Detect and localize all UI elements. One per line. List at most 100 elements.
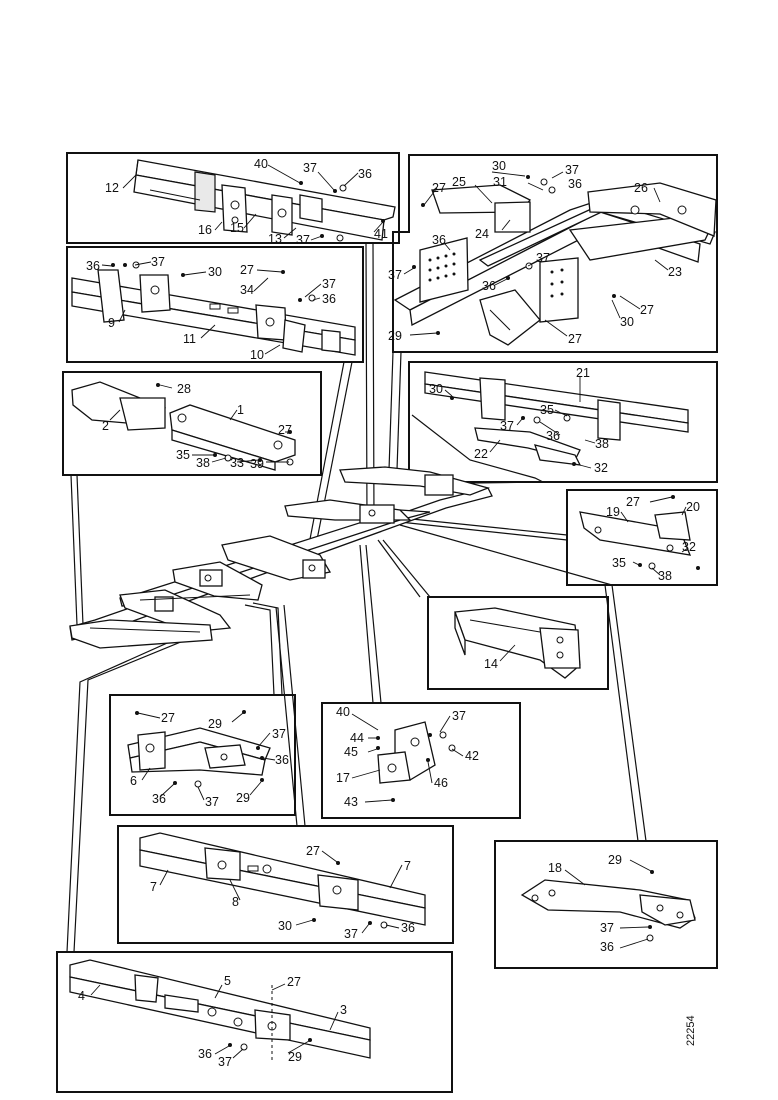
rear-crossmember-drawing [133,159,396,242]
callout-front-crossmember-35: 35 [176,448,190,462]
callout-rear-crossmember-13: 13 [268,232,282,246]
callout-engine-mount-44: 44 [350,731,364,745]
callout-front-crossmember-33: 33 [230,456,244,470]
engine-crossmember-drawing [454,607,581,679]
callout-front-frame-36: 36 [198,1047,212,1061]
panel-rear-bracket [494,840,718,969]
callout-rear-crossmember-37b: 37 [296,233,310,247]
callout-spring-bracket-37: 37 [151,255,165,269]
callout-leaders [90,164,689,1059]
callout-mid-crossmember-7: 7 [150,880,157,894]
callout-rear-frame-36: 36 [568,177,582,191]
callout-front-crossmember-27: 27 [278,423,292,437]
front-frame-section-drawing [69,959,371,1060]
callout-upper-crossmember-21: 21 [576,366,590,380]
callout-bracket-assembly-29b: 29 [236,791,250,805]
callout-rear-crossmember-41: 41 [374,227,388,241]
panel-side-bracket [566,489,718,586]
callout-bracket-assembly-37: 37 [272,727,286,741]
callout-spring-bracket-11: 11 [183,332,196,346]
callout-bracket-assembly-36b: 36 [152,792,166,806]
callout-rear-frame-36b: 36 [432,233,446,247]
callout-side-bracket-35: 35 [612,556,626,570]
rear-frame-section-drawing [393,175,717,346]
callout-spring-bracket-10: 10 [250,348,264,362]
callout-rear-crossmember-16: 16 [198,223,212,237]
callout-rear-crossmember-36: 36 [358,167,372,181]
spring-bracket-crossmember-drawing [71,261,356,356]
callout-rear-frame-29: 29 [388,329,402,343]
upper-crossmember-drawing [424,371,689,466]
callout-labels: 12 40 37 36 16 15 13 37 41 30 37 27 25 3… [78,157,700,1069]
bracket-assembly-drawing [127,710,271,788]
callout-rear-frame-26: 26 [634,181,648,195]
callout-front-frame-3: 3 [340,1003,347,1017]
panel-front-frame-section [56,951,453,1093]
callout-upper-crossmember-32: 32 [594,461,608,475]
front-crossmember-drawing [71,381,296,471]
callout-rear-frame-25: 25 [452,175,466,189]
mid-crossmember-drawing [139,832,426,929]
callout-engine-mount-45: 45 [344,745,358,759]
callout-spring-bracket-34: 34 [240,283,254,297]
callout-rear-frame-27b: 27 [640,303,654,317]
callout-front-crossmember-38: 38 [196,456,210,470]
callout-rear-frame-27: 27 [432,181,446,195]
callout-rear-frame-30b: 30 [620,315,634,329]
callout-rear-frame-30: 30 [492,159,506,173]
callout-front-crossmember-2: 2 [102,419,109,433]
callout-rear-bracket-37: 37 [600,921,614,935]
callout-mid-crossmember-8: 8 [232,895,239,909]
callout-front-crossmember-1: 1 [237,403,244,417]
callout-engine-mount-40: 40 [336,705,350,719]
side-bracket-drawing [579,495,700,570]
callout-mid-crossmember-30: 30 [278,919,292,933]
callout-bracket-assembly-36: 36 [275,753,289,767]
callout-engine-mount-42: 42 [465,749,479,763]
callout-front-frame-29: 29 [288,1050,302,1064]
callout-upper-crossmember-36: 36 [546,429,560,443]
callout-rear-crossmember-40: 40 [254,157,268,171]
callout-front-crossmember-28: 28 [177,382,191,396]
callout-front-crossmember-39: 39 [250,457,264,471]
callout-rear-frame-31: 31 [493,175,507,189]
callout-bracket-assembly-6: 6 [130,774,137,788]
callout-bracket-assembly-29: 29 [208,717,222,731]
callout-mid-crossmember-36: 36 [401,921,415,935]
callout-rear-frame-37: 37 [565,163,579,177]
rear-bracket-drawing [520,870,696,942]
panel-bracket-assembly [109,694,296,816]
engine-mount-drawing [376,721,456,802]
callout-front-frame-5: 5 [224,974,231,988]
callout-upper-crossmember-38: 38 [595,437,609,451]
callout-engine-mount-43: 43 [344,795,358,809]
callout-bracket-assembly-27: 27 [161,711,175,725]
panel-rear-crossmember [66,152,400,244]
callout-side-bracket-27: 27 [626,495,640,509]
callout-spring-bracket-37b: 37 [322,277,336,291]
callout-rear-bracket-36: 36 [600,940,614,954]
callout-upper-crossmember-35: 35 [540,403,554,417]
callout-mid-crossmember-7b: 7 [404,859,411,873]
panel-engine-crossmember [427,596,609,690]
callout-engine-mount-17: 17 [336,771,350,785]
callout-rear-frame-24: 24 [475,227,489,241]
callout-side-bracket-32: 32 [682,540,696,554]
callout-spring-bracket-9: 9 [108,316,115,330]
panel-engine-mount [321,702,521,819]
callout-rear-frame-27c: 27 [568,332,582,346]
callout-rear-bracket-18: 18 [548,861,562,875]
chassis-assembly [69,466,493,649]
callout-front-frame-27: 27 [287,975,301,989]
callout-mid-crossmember-27: 27 [306,844,320,858]
panel-front-crossmember [62,371,322,476]
panel-spring-bracket-crossmember [66,246,364,363]
callout-spring-bracket-36: 36 [86,259,100,273]
callout-upper-crossmember-30: 30 [429,382,443,396]
callout-rear-crossmember-37: 37 [303,161,317,175]
callout-front-frame-4: 4 [78,989,85,1003]
panel-mid-crossmember [117,825,454,944]
callout-upper-crossmember-37: 37 [500,419,514,433]
callout-spring-bracket-30: 30 [208,265,222,279]
